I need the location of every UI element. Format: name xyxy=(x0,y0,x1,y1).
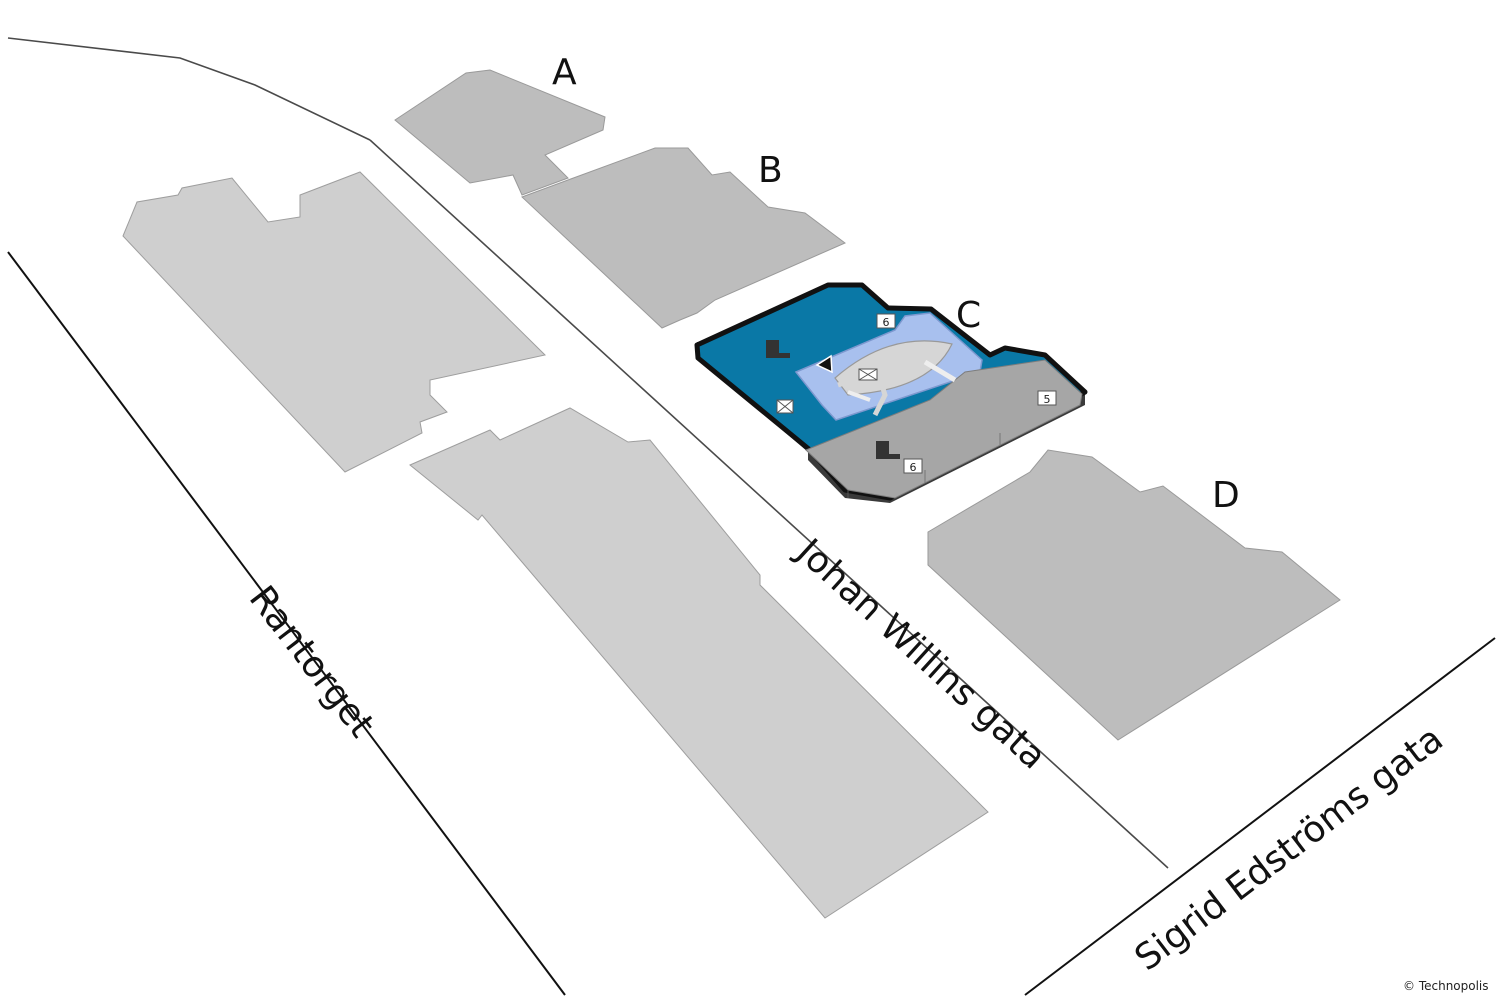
street-label-sigrid-edstroms-gata: Sigrid Edströms gata xyxy=(1128,718,1451,979)
street-line-sigrid-edstrom xyxy=(1024,637,1496,996)
svg-text:6: 6 xyxy=(883,316,890,329)
building-label-b: B xyxy=(758,150,783,191)
building-a[interactable] xyxy=(394,69,606,196)
boat-sculpture-icon xyxy=(834,340,957,417)
elevator-icon: 6 xyxy=(903,458,923,474)
elevator-icon: 5 xyxy=(1037,390,1057,406)
building-label-a: A xyxy=(552,52,577,93)
svg-text:6: 6 xyxy=(910,461,917,474)
street-line-rantorget xyxy=(7,251,566,996)
svg-text:5: 5 xyxy=(1044,393,1051,406)
staircase-icon xyxy=(876,441,900,459)
building-c-roof xyxy=(805,359,1083,499)
street-line-north xyxy=(7,37,371,141)
entrance-arrow-icon xyxy=(815,354,833,374)
building-west-north[interactable] xyxy=(122,171,547,473)
elevator-icon: 6 xyxy=(876,313,896,329)
building-label-c: C xyxy=(956,295,981,336)
building-d[interactable] xyxy=(927,449,1341,741)
building-b[interactable] xyxy=(521,147,846,329)
building-west-south[interactable] xyxy=(409,407,989,919)
building-label-d: D xyxy=(1212,475,1240,516)
street-line-johan-willins xyxy=(369,139,1169,869)
toilet-icon xyxy=(776,399,794,414)
building-c[interactable]: 6 5 6 xyxy=(694,282,1088,503)
copyright-notice: © Technopolis xyxy=(1403,979,1489,993)
staircase-icon xyxy=(766,340,790,358)
street-label-rantorget: Rantorget xyxy=(241,579,382,746)
